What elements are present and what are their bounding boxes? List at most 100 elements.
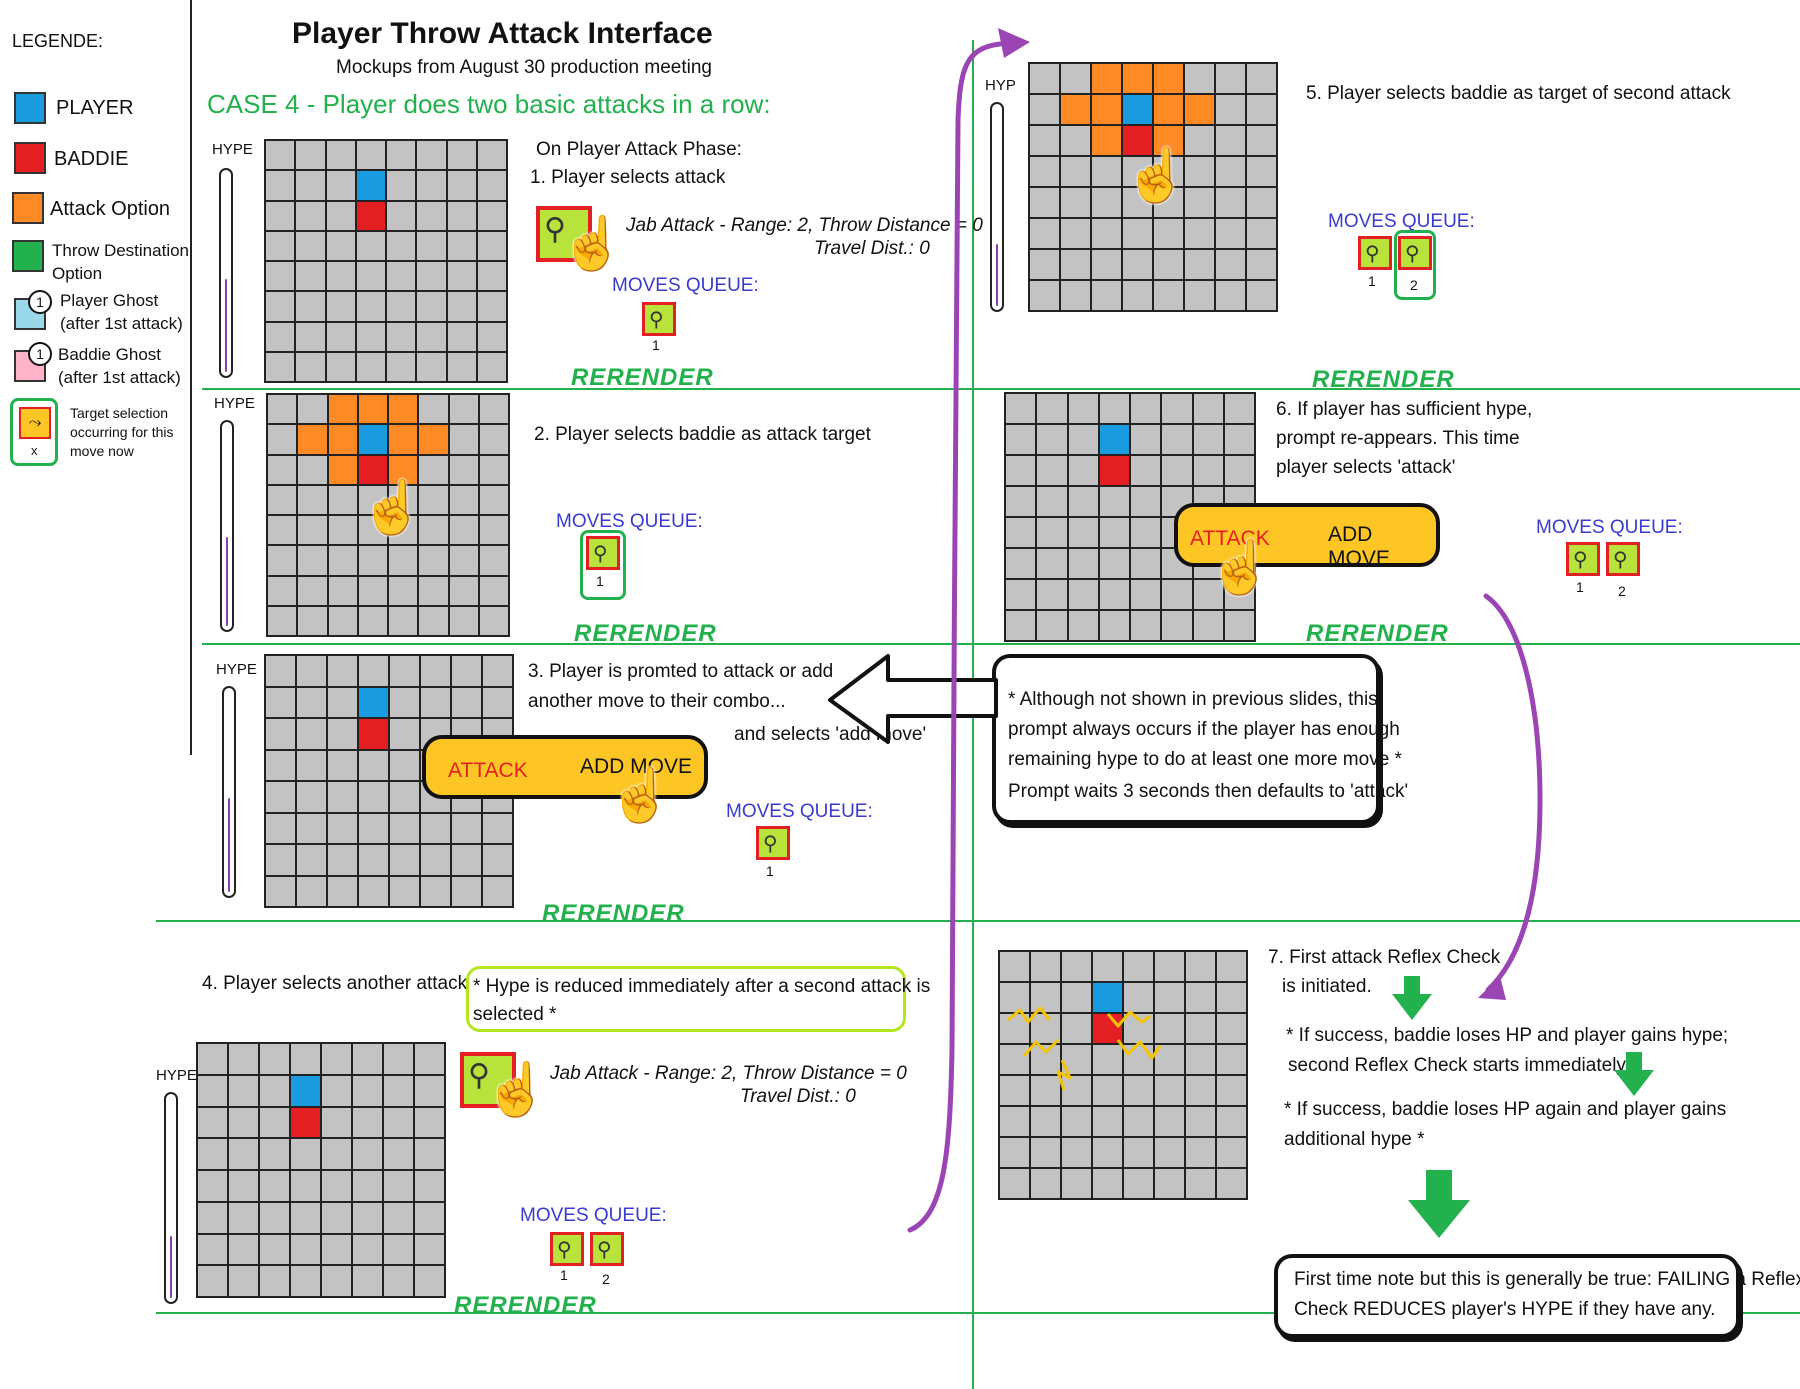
board-cell[interactable] [452,845,481,875]
board-cell[interactable] [328,485,357,514]
attack-option-cell[interactable] [1092,126,1121,155]
board-cell[interactable] [229,1234,258,1265]
player-cell[interactable] [1123,95,1152,124]
board-cell[interactable] [1092,250,1121,279]
board-cell[interactable] [260,1107,289,1138]
board-cell[interactable] [1099,580,1129,609]
board-cell[interactable] [1037,611,1067,640]
baddie-cell[interactable] [1093,1014,1122,1043]
board-cell[interactable] [298,485,327,514]
board-cell[interactable] [229,1107,258,1138]
board-cell[interactable] [1031,1107,1060,1136]
board-cell[interactable] [1216,157,1245,186]
board-cell[interactable] [390,750,419,780]
board-cell[interactable] [415,1202,444,1233]
board-cell[interactable] [198,1107,227,1138]
board-cell[interactable] [266,750,295,780]
board-cell[interactable] [1224,611,1254,640]
board-cell[interactable] [297,876,326,906]
board-cell[interactable] [328,546,357,575]
attack-option-cell[interactable] [328,395,357,424]
board-cell[interactable] [322,1234,351,1265]
board-cell[interactable] [1186,1138,1215,1167]
board-cell[interactable] [1186,1076,1215,1105]
board-cell[interactable] [359,876,388,906]
attack-option-button[interactable]: ATTACK [448,759,528,782]
board-cell[interactable] [356,292,385,321]
board-cell[interactable] [390,813,419,843]
board-cell[interactable] [358,546,387,575]
board-cell[interactable] [1216,250,1245,279]
board-cell[interactable] [322,1266,351,1296]
board-cell[interactable] [1124,1138,1153,1167]
board-cell[interactable] [447,171,476,200]
board-cell[interactable] [297,719,326,749]
board-cell[interactable] [384,1234,413,1265]
board-cell[interactable] [415,1139,444,1169]
board-cell[interactable] [1000,1076,1029,1105]
board-cell[interactable] [358,485,387,514]
add-move-button[interactable]: ADD MOVE [1328,523,1390,570]
board-cell[interactable] [1185,281,1214,310]
attack-option-cell[interactable] [1092,95,1121,124]
board-cell[interactable] [1131,456,1161,485]
board-cell[interactable] [389,606,418,635]
board-cell[interactable] [477,292,506,321]
board-cell[interactable] [1185,157,1214,186]
board-cell[interactable] [390,782,419,812]
board-cell[interactable] [1068,487,1098,516]
board-cell[interactable] [1186,1045,1215,1074]
board-cell[interactable] [1037,518,1067,547]
board-cell[interactable] [452,656,481,686]
board-cell[interactable] [479,516,508,545]
board-cell[interactable] [1061,126,1090,155]
board-cell[interactable] [353,1044,382,1074]
board-cell[interactable] [1217,1138,1246,1167]
board-cell[interactable] [1037,487,1067,516]
board-cell[interactable] [452,687,481,717]
baddie-cell[interactable] [359,719,388,749]
player-cell[interactable] [356,171,385,200]
board-cell[interactable] [1000,1107,1029,1136]
board-cell[interactable] [322,1202,351,1233]
board-cell[interactable] [260,1234,289,1265]
board-cell[interactable] [483,876,512,906]
board-cell[interactable] [1099,487,1129,516]
board-cell[interactable] [296,201,325,230]
board-cell[interactable] [1247,157,1276,186]
board-cell[interactable] [477,171,506,200]
board-cell[interactable] [1193,425,1223,454]
board-cell[interactable] [1000,1169,1029,1198]
board-cell[interactable] [419,546,448,575]
board-cell[interactable] [326,171,355,200]
board-cell[interactable] [1030,64,1059,93]
board-cell[interactable] [266,876,295,906]
board-cell[interactable] [266,231,295,260]
board-cell[interactable] [1037,394,1067,423]
board-cell[interactable] [449,455,478,484]
board-cell[interactable] [390,719,419,749]
board-cell[interactable] [1131,549,1161,578]
board-cell[interactable] [477,201,506,230]
board-cell[interactable] [447,262,476,291]
board-cell[interactable] [359,782,388,812]
board-cell[interactable] [477,231,506,260]
board-cell[interactable] [447,292,476,321]
board-cell[interactable] [1123,157,1152,186]
player-cell[interactable] [1093,983,1122,1012]
board-cell[interactable] [266,292,295,321]
board-cell[interactable] [415,1234,444,1265]
board-cell[interactable] [419,485,448,514]
board-cell[interactable] [417,201,446,230]
board-cell[interactable] [268,425,297,454]
board-cell[interactable] [449,425,478,454]
board-cell[interactable] [1123,281,1152,310]
board-cell[interactable] [1124,983,1153,1012]
board-cell[interactable] [447,322,476,351]
baddie-cell[interactable] [1123,126,1152,155]
board-cell[interactable] [1124,1076,1153,1105]
board-cell[interactable] [1030,188,1059,217]
board-cell[interactable] [266,262,295,291]
board-cell[interactable] [1031,952,1060,981]
board-cell[interactable] [353,1107,382,1138]
